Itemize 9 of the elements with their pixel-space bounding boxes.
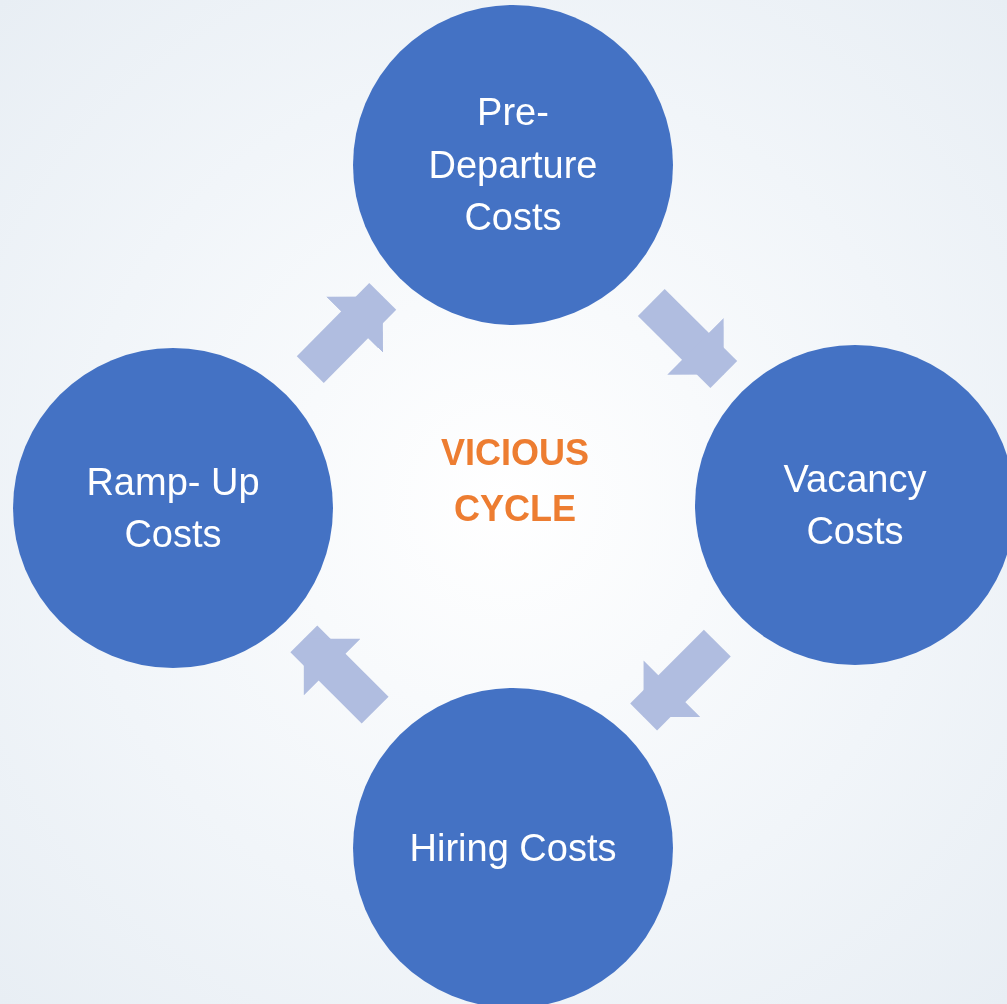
node-label: Ramp- Up Costs	[85, 459, 261, 557]
block-arrow	[296, 283, 397, 383]
node-label: Hiring Costs	[408, 825, 618, 871]
node-label: Vacancy Costs	[782, 456, 928, 554]
node-label: Pre- Departure Costs	[427, 90, 599, 241]
block-arrow	[630, 629, 731, 731]
center-title: VICIOUS CYCLE	[440, 431, 590, 531]
block-arrow	[637, 289, 738, 389]
block-arrow	[290, 625, 389, 724]
